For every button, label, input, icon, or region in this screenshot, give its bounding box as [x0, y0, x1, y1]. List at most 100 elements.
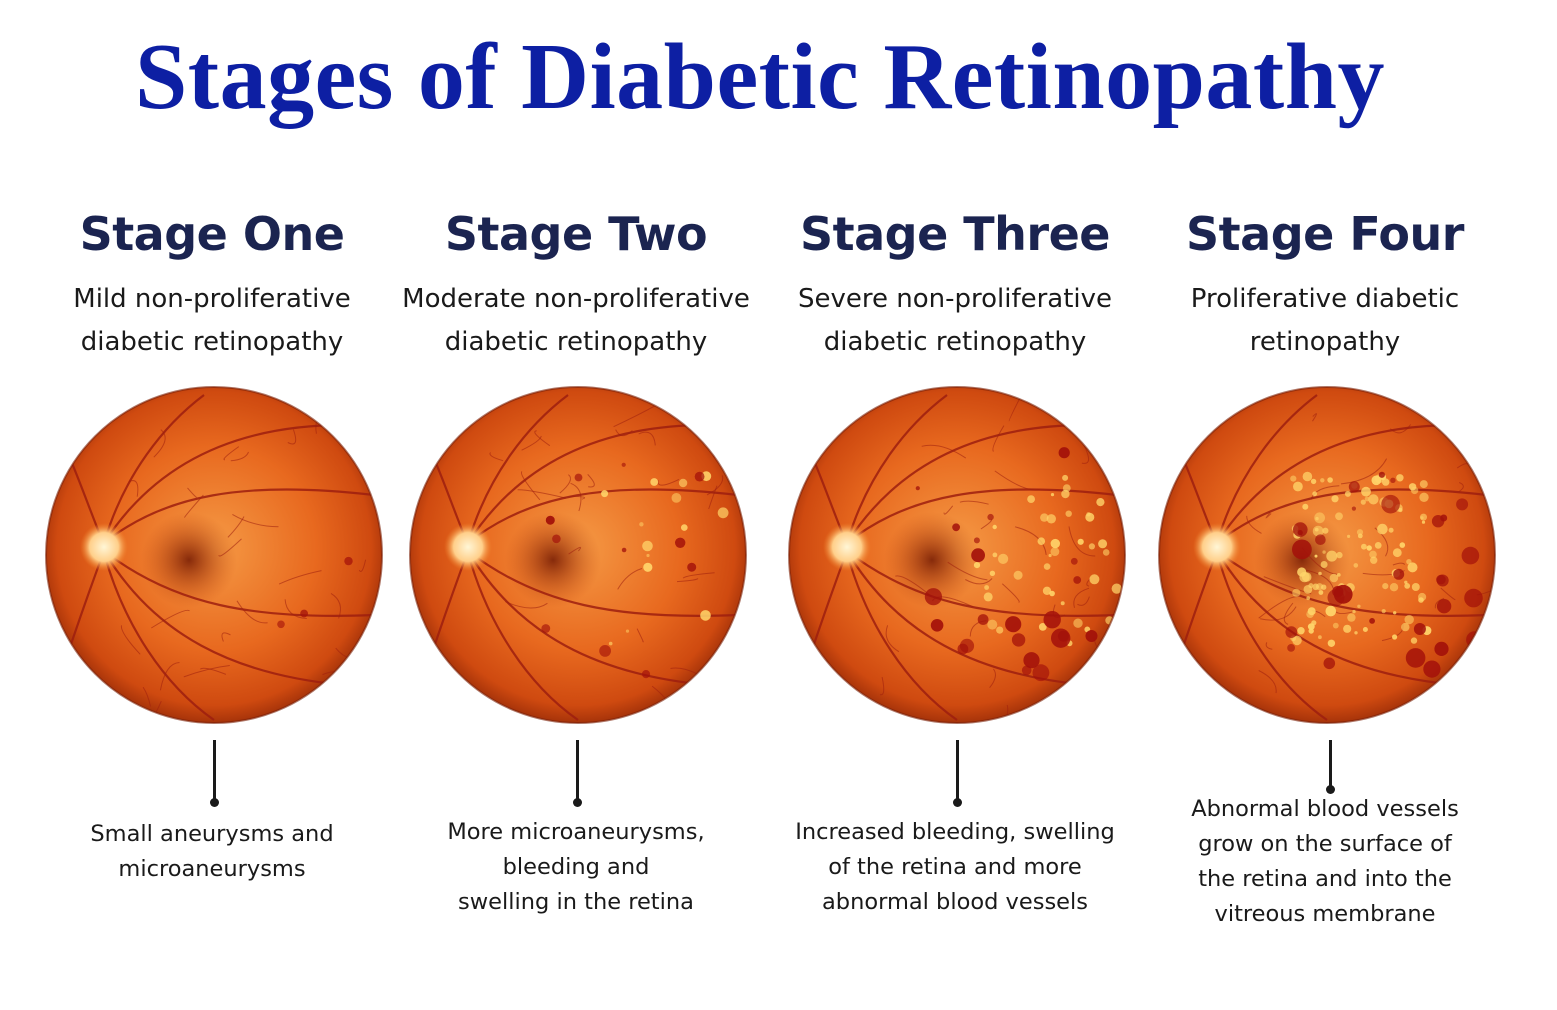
- capillary: [1014, 526, 1047, 555]
- hemorrhage-spot: [1021, 665, 1032, 676]
- exudate-spot: [1290, 475, 1297, 482]
- stage-description: Proliferative diabetic retinopathy: [1135, 278, 1515, 364]
- exudate-spot: [1360, 499, 1366, 505]
- capillary: [1312, 413, 1317, 422]
- exudate-spot: [1336, 573, 1341, 577]
- exudate-spot: [1314, 554, 1318, 558]
- stage-description-line: Mild non-proliferative: [73, 284, 351, 314]
- exudate-spot: [987, 619, 998, 630]
- stage-note-line: More microaneurysms,: [447, 819, 705, 845]
- exudate-spot: [1040, 513, 1049, 522]
- capillary: [885, 625, 900, 653]
- exudate-spot: [1314, 512, 1325, 524]
- exudate-spot: [1347, 534, 1351, 538]
- exudate-spot: [1062, 474, 1069, 481]
- exudate-spot: [1419, 492, 1429, 502]
- exudate-spot: [1096, 498, 1105, 507]
- callout-line: [213, 740, 216, 800]
- hemorrhage-spot: [1405, 648, 1426, 668]
- capillary: [1303, 569, 1334, 589]
- stage-note-line: Small aneurysms and: [90, 821, 334, 847]
- callout-dot: [953, 798, 962, 807]
- capillary: [1440, 587, 1456, 601]
- exudate-spot: [1366, 545, 1372, 551]
- blood-vessel: [846, 550, 1118, 617]
- exudate-spot: [998, 553, 1009, 564]
- stage-description-line: diabetic retinopathy: [80, 327, 344, 357]
- hemorrhage-spot: [1351, 506, 1356, 511]
- optic-disc: [1193, 523, 1241, 571]
- capillary: [184, 494, 204, 518]
- exudate-spot: [1077, 538, 1084, 545]
- exudate-spot: [1303, 585, 1313, 594]
- fovea: [884, 512, 980, 608]
- capillary: [587, 474, 595, 488]
- retina-rim: [788, 386, 1126, 724]
- hemorrhage-spot: [1032, 664, 1050, 682]
- exudate-spot: [1371, 475, 1382, 486]
- capillary: [569, 495, 586, 500]
- capillary: [236, 600, 268, 624]
- capillary: [278, 570, 322, 585]
- capillary: [921, 444, 967, 459]
- exudate-spot: [1331, 495, 1339, 503]
- exudate-spot: [1315, 516, 1319, 521]
- exudate-spot: [1308, 628, 1314, 634]
- exudate-spot: [1370, 556, 1378, 564]
- hemorrhage-spot: [1423, 660, 1441, 678]
- exudate-spot: [1381, 609, 1386, 614]
- capillary: [1260, 606, 1297, 621]
- retina-fundus-image: [409, 386, 747, 724]
- exudate-spot: [1292, 588, 1301, 597]
- exudate-spot: [643, 562, 653, 572]
- hemorrhage-spot: [1381, 494, 1400, 514]
- hemorrhage-spot: [1456, 498, 1469, 511]
- hemorrhage-spot: [552, 534, 561, 544]
- hemorrhage-spot: [1023, 652, 1040, 669]
- hemorrhage-spot: [344, 556, 353, 566]
- exudate-spot: [1312, 491, 1318, 497]
- exudate-spot: [1073, 618, 1083, 628]
- hemorrhage-spot: [977, 614, 989, 625]
- exudate-spot: [625, 629, 630, 633]
- exudate-spot: [1302, 503, 1309, 510]
- retina-rim: [1158, 386, 1496, 724]
- capillary: [520, 471, 541, 501]
- capillary: [636, 628, 644, 643]
- hemorrhage-spot: [1043, 611, 1061, 629]
- stage-note-line: vitreous membrane: [1214, 901, 1436, 927]
- stage-description-line: diabetic retinopathy: [823, 327, 1087, 357]
- stage-description-line: Severe non-proliferative: [797, 284, 1113, 314]
- hemorrhage-spot: [1332, 586, 1344, 598]
- stage-note: Abnormal blood vessels grow on the surfa…: [1145, 792, 1505, 932]
- stage-note-line: bleeding and: [502, 854, 650, 880]
- hemorrhage-spot: [1058, 447, 1070, 459]
- exudate-spot: [984, 585, 989, 590]
- capillary: [120, 625, 141, 655]
- exudate-spot: [1320, 561, 1328, 568]
- exudate-spot: [1318, 590, 1324, 595]
- capillary: [1077, 596, 1090, 606]
- exudate-spot: [1318, 635, 1322, 640]
- exudate-spot: [1038, 623, 1047, 631]
- capillary: [682, 572, 715, 579]
- exudate-spot: [1314, 527, 1319, 532]
- exudate-spot: [1301, 572, 1312, 582]
- capillary: [943, 505, 954, 515]
- exudate-spot: [1327, 477, 1333, 483]
- exudate-spot: [678, 478, 688, 488]
- exudate-spot: [1089, 574, 1100, 585]
- hemorrhage-spot: [959, 638, 975, 653]
- exudate-spot: [992, 552, 998, 558]
- stage-heading: Stage Two: [444, 207, 708, 261]
- retina-rim: [45, 386, 383, 724]
- hemorrhage-spot: [675, 537, 686, 548]
- hemorrhage-spot: [574, 473, 583, 482]
- exudate-spot: [983, 592, 993, 602]
- exudate-spot: [1382, 583, 1389, 590]
- capillary: [232, 513, 279, 528]
- exudate-spot: [1102, 549, 1110, 556]
- blood-vessel: [103, 550, 345, 687]
- exudate-spot: [1050, 547, 1060, 556]
- hemorrhage-spot: [1323, 657, 1336, 670]
